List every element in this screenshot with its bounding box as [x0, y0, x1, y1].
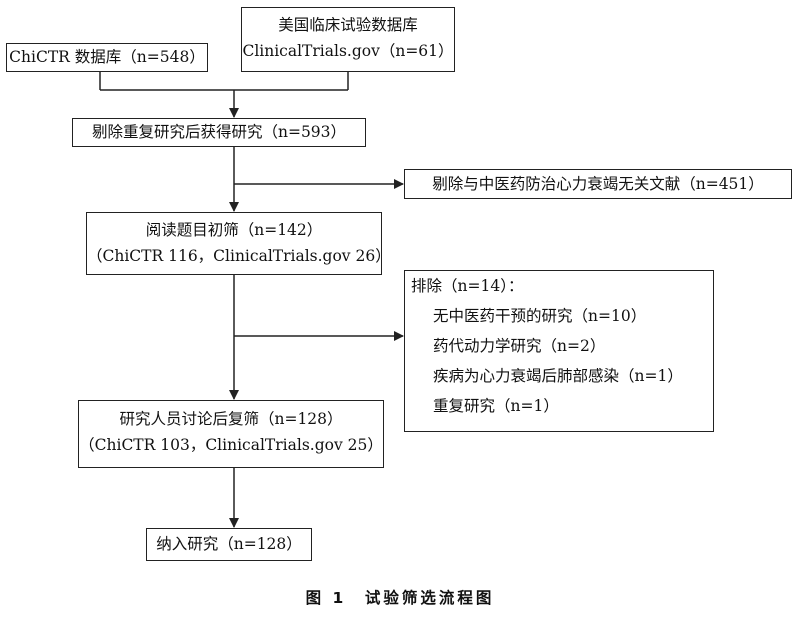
- exclusion-item: 药代动力学研究（n=2）: [433, 337, 606, 355]
- exclusion-item: 疾病为心力衰竭后肺部感染（n=1）: [433, 367, 683, 385]
- after-dedup-box: 剔除重复研究后获得研究（n=593）: [72, 118, 366, 147]
- excluded-irrelevant-box: 剔除与中医药防治心力衰竭无关文献（n=451）: [404, 169, 792, 199]
- after-dedup-label: 剔除重复研究后获得研究（n=593）: [91, 123, 347, 141]
- figure-caption: 图 1 试验筛选流程图: [305, 589, 495, 607]
- exclusion-detail-box: 排除（n=14）： 无中医药干预的研究（n=10） 药代动力学研究（n=2） 疾…: [404, 270, 714, 432]
- clinicaltrials-database-box: 美国临床试验数据库 ClinicalTrials.gov（n=61）: [241, 7, 455, 72]
- included-studies-label: 纳入研究（n=128）: [156, 535, 302, 553]
- exclusion-heading: 排除（n=14）：: [411, 277, 524, 295]
- exclusion-item: 无中医药干预的研究（n=10）: [433, 307, 647, 325]
- rescreen-count: 研究人员讨论后复筛（n=128）: [119, 410, 343, 428]
- clinicaltrials-database-title: 美国临床试验数据库: [278, 16, 418, 34]
- exclusion-item: 重复研究（n=1）: [433, 397, 559, 415]
- rescreen-breakdown: （ChiCTR 103，ClinicalTrials.gov 25）: [79, 436, 383, 454]
- excluded-irrelevant-label: 剔除与中医药防治心力衰竭无关文献（n=451）: [432, 175, 764, 193]
- title-screen-breakdown: （ChiCTR 116，ClinicalTrials.gov 26）: [87, 247, 391, 265]
- title-screen-count: 阅读题目初筛（n=142）: [145, 221, 323, 239]
- chictr-database-label: ChiCTR 数据库（n=548）: [9, 48, 205, 66]
- title-screen-box: 阅读题目初筛（n=142） （ChiCTR 116，ClinicalTrials…: [86, 212, 391, 275]
- clinicaltrials-database-count: ClinicalTrials.gov（n=61）: [242, 42, 454, 60]
- rescreen-box: 研究人员讨论后复筛（n=128） （ChiCTR 103，ClinicalTri…: [78, 400, 384, 468]
- included-studies-box: 纳入研究（n=128）: [146, 528, 312, 561]
- chictr-database-box: ChiCTR 数据库（n=548）: [6, 43, 208, 72]
